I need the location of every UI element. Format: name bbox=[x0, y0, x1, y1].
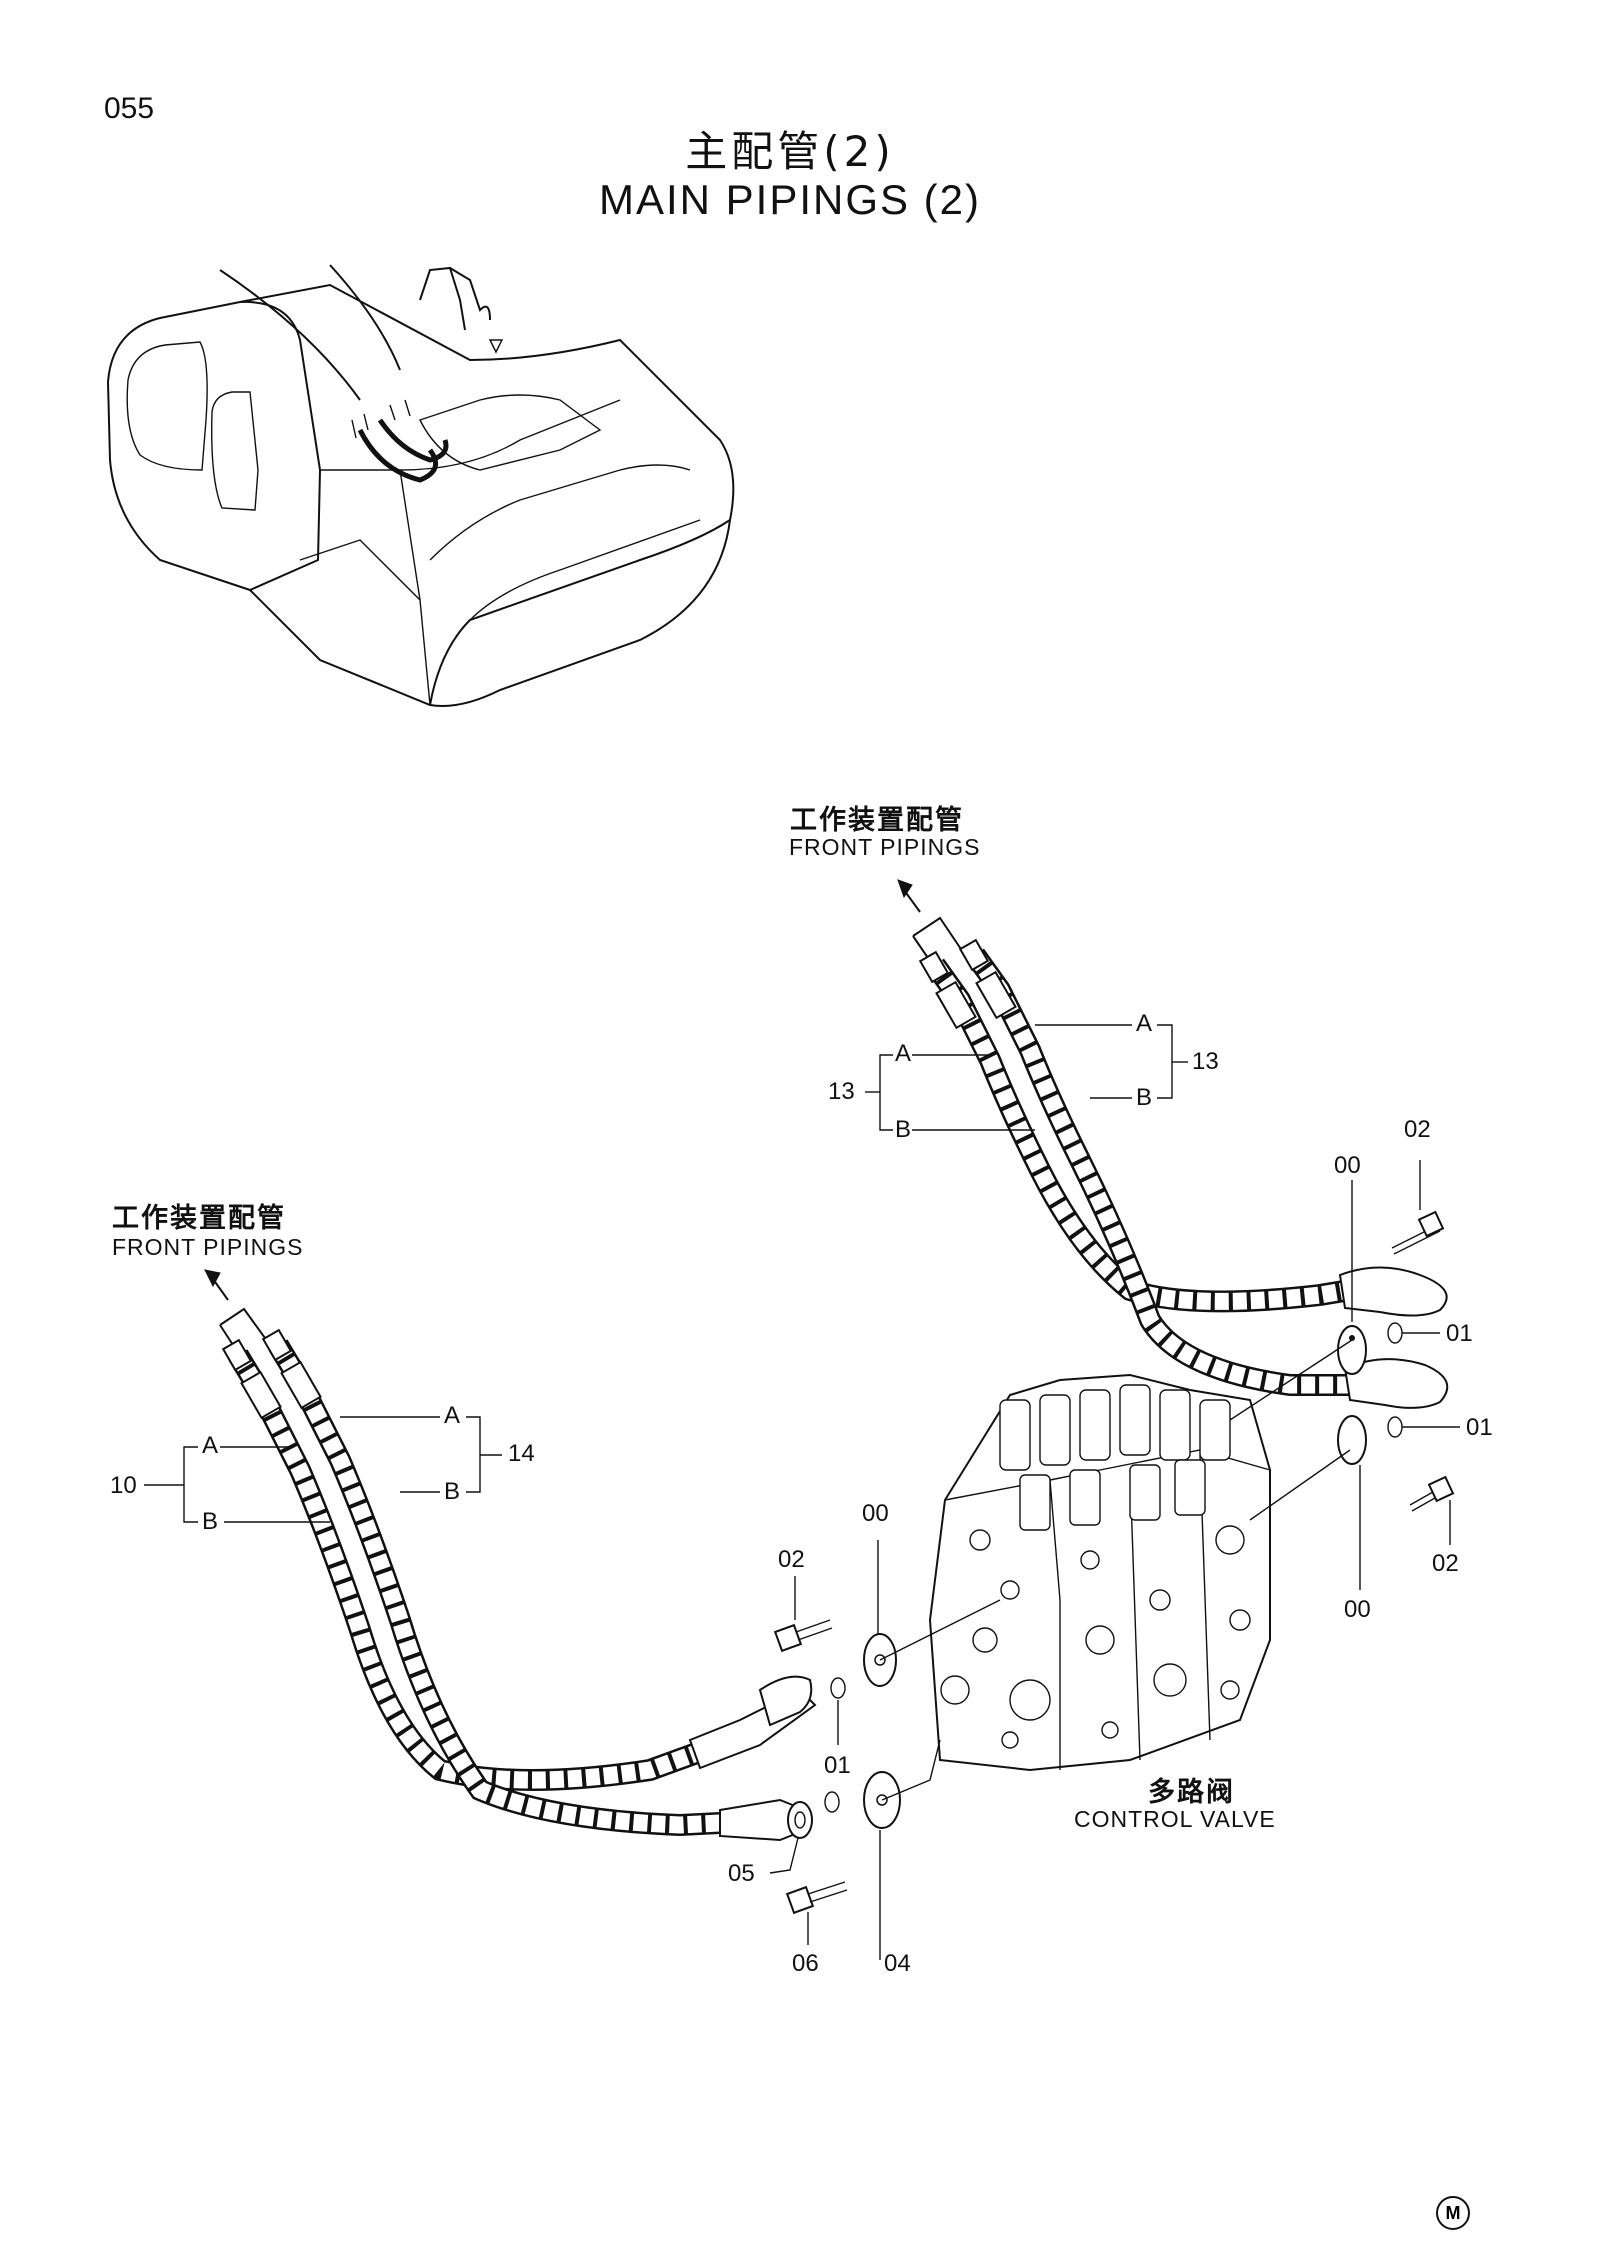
part-04: 04 bbox=[884, 1950, 911, 1977]
manufacturer-mark-icon: M bbox=[1436, 2196, 1470, 2230]
hose-group-10: 10 bbox=[110, 1472, 137, 1499]
hose-group-13-left: 13 bbox=[828, 1078, 855, 1105]
part-02-left: 02 bbox=[778, 1546, 805, 1573]
part-06: 06 bbox=[792, 1950, 819, 1977]
part-00-left: 00 bbox=[862, 1500, 889, 1527]
hose-label-a-upper-left: A bbox=[895, 1040, 912, 1067]
part-02-upper: 02 bbox=[1404, 1116, 1431, 1143]
left-hose-assembly bbox=[204, 1269, 901, 1915]
excavator-overview bbox=[106, 264, 735, 707]
page-title-en: MAIN PIPINGS (2) bbox=[598, 176, 982, 223]
control-valve-en: CONTROL VALVE bbox=[1074, 1806, 1276, 1832]
hose-group-13-right: 13 bbox=[1192, 1048, 1219, 1075]
control-valve-drawing bbox=[879, 1339, 1353, 1801]
part-00-upper: 00 bbox=[1334, 1152, 1361, 1179]
part-05: 05 bbox=[728, 1860, 755, 1887]
part-02-right: 02 bbox=[1432, 1550, 1459, 1577]
hose-label-b-right: B bbox=[444, 1478, 461, 1505]
front-pipings-left-cn: 工作装置配管 bbox=[112, 1203, 286, 1234]
hose-group-14: 14 bbox=[508, 1440, 535, 1467]
hose-label-a-upper-right: A bbox=[1136, 1010, 1153, 1037]
part-01-left: 01 bbox=[824, 1752, 851, 1779]
callout-lines bbox=[144, 1024, 1460, 1960]
control-valve-cn: 多路阀 bbox=[1148, 1777, 1235, 1808]
part-01-upper: 01 bbox=[1446, 1320, 1473, 1347]
front-pipings-upper-cn: 工作装置配管 bbox=[790, 805, 964, 836]
hose-label-b-upper-right: B bbox=[1136, 1084, 1153, 1111]
page-number: 055 bbox=[104, 92, 155, 125]
part-00-right: 00 bbox=[1344, 1596, 1371, 1623]
hose-label-a-right: A bbox=[444, 1402, 461, 1429]
hose-label-b-left: B bbox=[202, 1508, 219, 1535]
hose-label-a-left: A bbox=[202, 1432, 219, 1459]
part-01-middle: 01 bbox=[1466, 1414, 1493, 1441]
front-pipings-upper-en: FRONT PIPINGS bbox=[789, 834, 981, 860]
front-pipings-left-en: FRONT PIPINGS bbox=[112, 1234, 304, 1260]
upper-hose-assembly bbox=[897, 879, 1455, 1512]
hose-label-b-upper-left: B bbox=[895, 1116, 912, 1143]
page-title-cn: 主配管(2) bbox=[685, 127, 895, 176]
